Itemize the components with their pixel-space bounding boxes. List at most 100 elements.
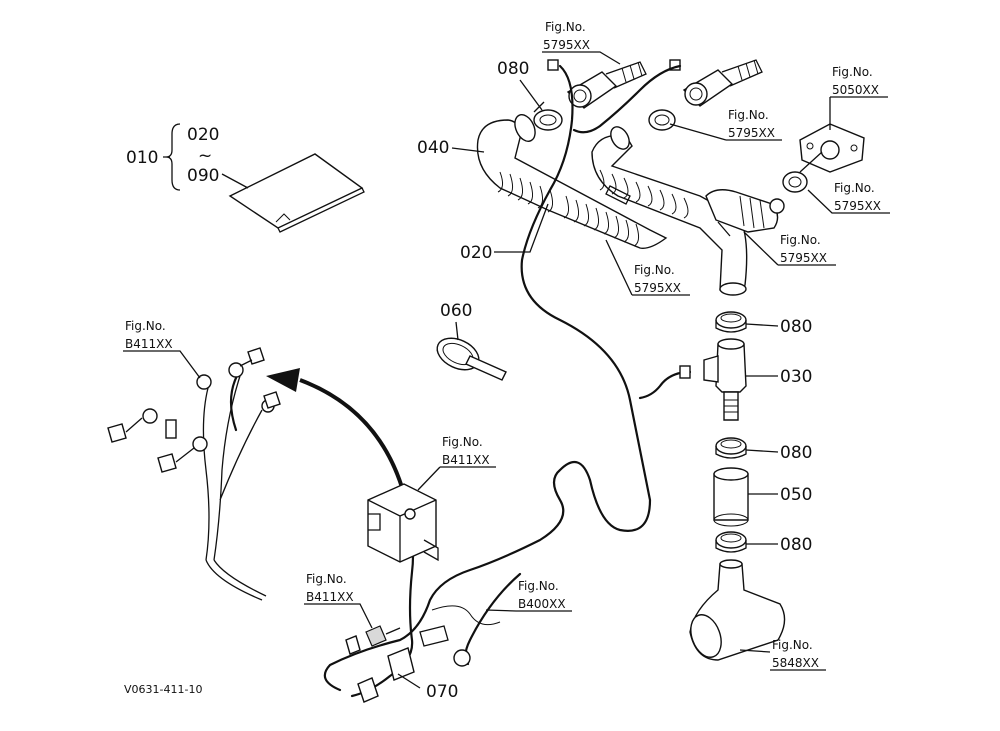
valve-column [679, 311, 786, 661]
harness-wires [202, 375, 263, 561]
hose-020-end [610, 126, 630, 150]
hose-clip [605, 185, 631, 205]
part-080-c: 080 [780, 535, 812, 555]
elbow-port [769, 198, 785, 214]
elbow-threads [739, 195, 765, 229]
connector-end [357, 677, 379, 703]
part-080-top: 080 [497, 59, 529, 79]
fig-callout-4: Fig.No. 5795XX [807, 181, 890, 214]
relay-tab-right [423, 539, 439, 562]
part-080-a: 080 [780, 317, 812, 337]
booklet-corner [275, 213, 291, 223]
relay-tab-left [368, 513, 381, 531]
connector-small [365, 625, 387, 647]
fig-leader [542, 51, 621, 65]
part-050: 050 [780, 485, 812, 505]
bottom-connectors [345, 605, 501, 703]
fig-leader [605, 239, 690, 296]
drawing-code: V0631-411-10 [124, 683, 202, 696]
part-020: 020 [460, 243, 492, 263]
fig-number: 5050XX [832, 83, 879, 97]
sensor-plug [679, 365, 691, 379]
fig-label: Fig.No. [545, 20, 586, 34]
fig-leader [829, 96, 888, 130]
connector-small-2 [345, 635, 361, 655]
fig-label: Fig.No. [834, 181, 875, 195]
bolt-3 [247, 347, 265, 365]
range-tilde: ~ [198, 146, 212, 166]
fig-callout-6: Fig.No. 5795XX [605, 239, 690, 296]
fig-callout-8: Fig.No. B411XX [417, 435, 496, 491]
tie-tail [465, 355, 507, 381]
relay-edges [367, 499, 437, 562]
fig-label: Fig.No. [306, 572, 347, 586]
leader-5848 [739, 649, 771, 653]
fig-number: 5795XX [543, 38, 590, 52]
wire-harness-main [323, 64, 652, 692]
ghost-bracket [431, 605, 501, 626]
part-010: 010 [126, 148, 158, 168]
fig-label: Fig.No. [728, 108, 769, 122]
cable-tie-060: 060 [436, 301, 507, 381]
connector-070 [387, 647, 415, 681]
fig-number: 5795XX [834, 199, 881, 213]
fig-leader [669, 123, 782, 141]
fig-callout-3: Fig.No. 5050XX [829, 65, 888, 130]
fig-label: Fig.No. [634, 263, 675, 277]
sleeve-050 [713, 473, 749, 521]
clamp-080-top-left [533, 109, 563, 131]
ring-terminal-1 [196, 374, 212, 390]
valve-right-stem [721, 59, 763, 87]
plate-port [820, 140, 840, 160]
fig-number: 5795XX [780, 251, 827, 265]
fig-callout-11: Fig.No. 5848XX [770, 638, 826, 671]
fig-label: Fig.No. [442, 435, 483, 449]
fig-label: Fig.No. [772, 638, 813, 652]
valve-left-stem [605, 61, 647, 89]
fig-leader [807, 189, 890, 214]
leader-080-a [745, 323, 779, 327]
fig-number: B411XX [442, 453, 490, 467]
hose-020-outlet [719, 282, 747, 296]
bolt-leaders [125, 359, 253, 463]
fig-number: B400XX [518, 597, 566, 611]
leader-080-b [745, 449, 779, 453]
fig-callout-10: Fig.No. B400XX [485, 579, 572, 612]
leader-080-top [519, 79, 543, 111]
fig-leader [743, 231, 836, 266]
relay-housing [367, 483, 437, 563]
spacer-tag [165, 419, 177, 439]
ring-terminal-4 [142, 408, 158, 424]
fig-leader [485, 609, 572, 612]
clamp-080-a-band [715, 320, 747, 333]
fig-label: Fig.No. [832, 65, 873, 79]
fig-callout-2: Fig.No. 5795XX [669, 108, 782, 141]
fig-number: 5795XX [728, 126, 775, 140]
arrow-head [266, 368, 300, 392]
clamp-080-b-band [715, 446, 747, 459]
fig-number: B411XX [306, 590, 354, 604]
bolt-4 [263, 391, 281, 409]
bolt-1 [107, 423, 127, 443]
fig-label: Fig.No. [780, 233, 821, 247]
part-020-range-start: 020 [187, 125, 219, 145]
fig-number: B411XX [125, 337, 173, 351]
wire-branch-sensor [638, 370, 692, 400]
part-040: 040 [417, 138, 449, 158]
clamp-080-c-band [715, 540, 747, 553]
leader-060 [455, 321, 459, 341]
ring-terminal-5 [192, 436, 208, 452]
fig-number: 5795XX [634, 281, 681, 295]
fig-label: Fig.No. [518, 579, 559, 593]
bolt-ground [419, 625, 449, 647]
manual-booklet [228, 153, 364, 229]
clamp-080-top-right [648, 109, 676, 131]
plate-5050 [782, 123, 865, 193]
booklet-edge [277, 187, 365, 233]
relay-block [367, 483, 439, 563]
hose-040-end [514, 114, 536, 142]
direction-arrow [299, 378, 406, 495]
fig-callout-5: Fig.No. 5795XX [743, 231, 836, 266]
